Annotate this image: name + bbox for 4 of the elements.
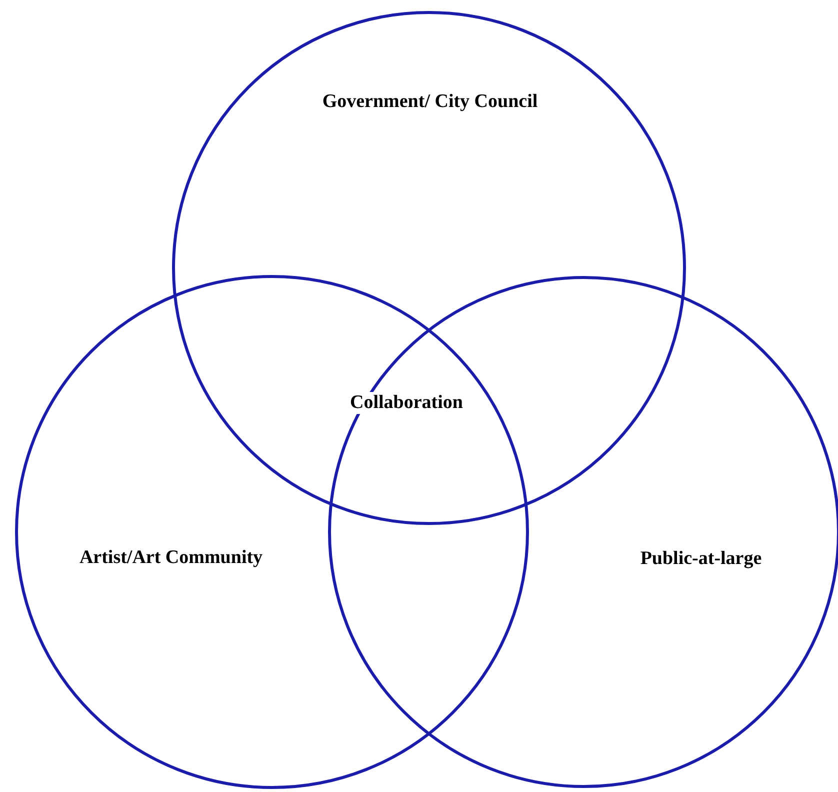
- circle-label: Public-at-large: [639, 547, 763, 571]
- overlap-label: Collaboration: [348, 392, 465, 414]
- circle-label: Artist/Art Community: [78, 546, 264, 570]
- circle-label: Government/ City Council: [321, 90, 539, 114]
